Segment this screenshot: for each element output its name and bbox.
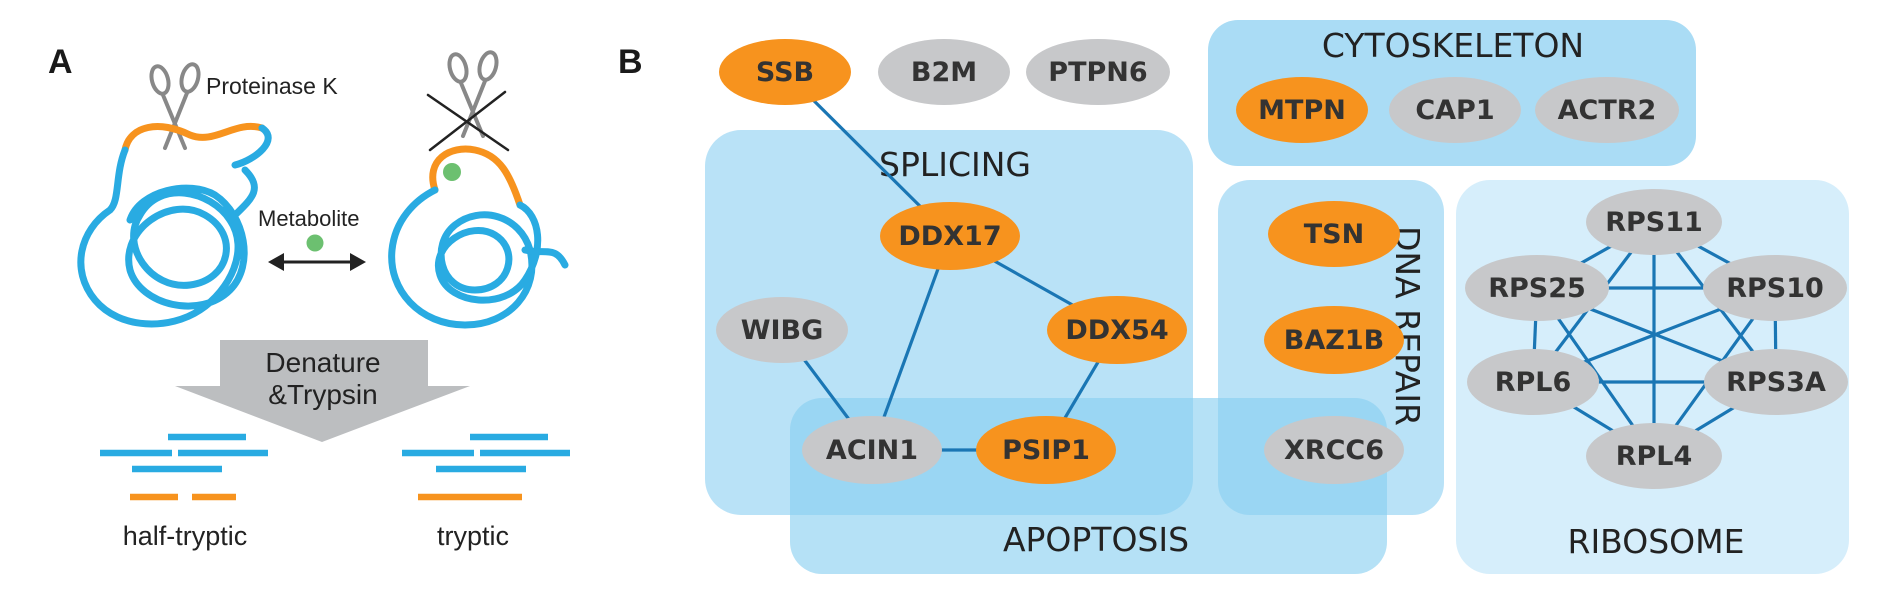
- node-label: RPS25: [1488, 273, 1586, 304]
- node-ssb[interactable]: SSB: [719, 39, 851, 105]
- node-rps10[interactable]: RPS10: [1703, 255, 1847, 321]
- node-shape: [878, 39, 1010, 105]
- node-label: RPS10: [1726, 273, 1824, 304]
- node-rps11[interactable]: RPS11: [1586, 189, 1722, 255]
- node-shape: [1047, 296, 1187, 364]
- node-baz1b[interactable]: BAZ1B: [1264, 306, 1404, 374]
- node-label: RPS3A: [1726, 367, 1826, 398]
- node-xrcc6[interactable]: XRCC6: [1264, 416, 1404, 484]
- cytoskeleton-title: CYTOSKELETON: [1322, 26, 1584, 65]
- node-shape: [1268, 201, 1400, 267]
- denature-label: Denature: [265, 347, 380, 378]
- node-mtpn[interactable]: MTPN: [1236, 77, 1368, 143]
- node-label: WIBG: [741, 315, 824, 346]
- proteinase-k-label: Proteinase K: [206, 73, 338, 99]
- node-label: PSIP1: [1002, 435, 1090, 466]
- panel-b-letter: B: [618, 43, 643, 81]
- panel-b: B CYTOSKELETON SPLICING DNA REPAIR APOPT…: [618, 20, 1849, 574]
- node-shape: [1026, 39, 1170, 105]
- edge-ddx17-acin1: [870, 235, 952, 451]
- ribosome-title: RIBOSOME: [1568, 522, 1745, 561]
- denature-arrow: [175, 340, 470, 442]
- node-label: RPL6: [1495, 367, 1572, 398]
- scissors-blocked-icon: [426, 50, 510, 152]
- node-rps25[interactable]: RPS25: [1465, 255, 1609, 321]
- trypsin-label: &Trypsin: [268, 379, 377, 410]
- node-wibg[interactable]: WIBG: [716, 297, 848, 363]
- node-ptpn6[interactable]: PTPN6: [1026, 39, 1170, 105]
- node-shape: [1586, 423, 1722, 489]
- node-label: PTPN6: [1048, 57, 1147, 88]
- node-label: MTPN: [1258, 95, 1346, 126]
- node-label: TSN: [1304, 219, 1364, 250]
- apoptosis-title: APOPTOSIS: [1003, 520, 1189, 559]
- tryptic-peptides: [402, 433, 570, 501]
- node-cap1[interactable]: CAP1: [1389, 77, 1521, 143]
- tryptic-label: tryptic: [437, 521, 509, 551]
- node-ddx54[interactable]: DDX54: [1047, 296, 1187, 364]
- node-shape: [1467, 349, 1599, 415]
- bound-protein: [388, 145, 569, 329]
- node-label: RPL4: [1616, 441, 1693, 472]
- node-ddx17[interactable]: DDX17: [880, 202, 1020, 270]
- node-shape: [1704, 349, 1848, 415]
- node-label: SSB: [756, 57, 814, 88]
- node-label: ACIN1: [826, 435, 918, 466]
- node-b2m[interactable]: B2M: [878, 39, 1010, 105]
- node-shape: [1465, 255, 1609, 321]
- bound-metabolite-icon: [443, 163, 461, 181]
- node-shape: [1236, 77, 1368, 143]
- half-tryptic-label: half-tryptic: [123, 521, 248, 551]
- half-tryptic-peptides: [100, 433, 268, 501]
- panel-a: A Proteinase K: [48, 43, 570, 551]
- node-shape: [1535, 77, 1679, 143]
- node-shape: [719, 39, 851, 105]
- node-shape: [880, 202, 1020, 270]
- splicing-title: SPLICING: [879, 145, 1031, 184]
- node-shape: [976, 416, 1116, 484]
- node-label: DDX54: [1065, 315, 1168, 346]
- node-label: XRCC6: [1284, 435, 1384, 466]
- node-shape: [1703, 255, 1847, 321]
- panel-a-letter: A: [48, 43, 73, 81]
- node-tsn[interactable]: TSN: [1268, 201, 1400, 267]
- free-metabolite-icon: [306, 234, 324, 252]
- node-shape: [802, 416, 942, 484]
- metabolite-label: Metabolite: [258, 206, 360, 231]
- node-rps3a[interactable]: RPS3A: [1704, 349, 1848, 415]
- node-acin1[interactable]: ACIN1: [802, 416, 942, 484]
- node-rpl4[interactable]: RPL4: [1586, 423, 1722, 489]
- node-shape: [716, 297, 848, 363]
- node-shape: [1389, 77, 1521, 143]
- double-arrow-icon: [268, 253, 366, 271]
- node-shape: [1264, 306, 1404, 374]
- node-actr2[interactable]: ACTR2: [1535, 77, 1679, 143]
- node-label: BAZ1B: [1284, 325, 1384, 356]
- node-label: DDX17: [898, 221, 1001, 252]
- node-psip1[interactable]: PSIP1: [976, 416, 1116, 484]
- scissors-icon: [149, 62, 201, 150]
- node-label: B2M: [911, 57, 977, 88]
- unbound-protein: [77, 123, 272, 328]
- node-shape: [1586, 189, 1722, 255]
- node-label: CAP1: [1415, 95, 1494, 126]
- node-shape: [1264, 416, 1404, 484]
- node-label: ACTR2: [1558, 95, 1657, 126]
- node-rpl6[interactable]: RPL6: [1467, 349, 1599, 415]
- node-label: RPS11: [1605, 207, 1703, 238]
